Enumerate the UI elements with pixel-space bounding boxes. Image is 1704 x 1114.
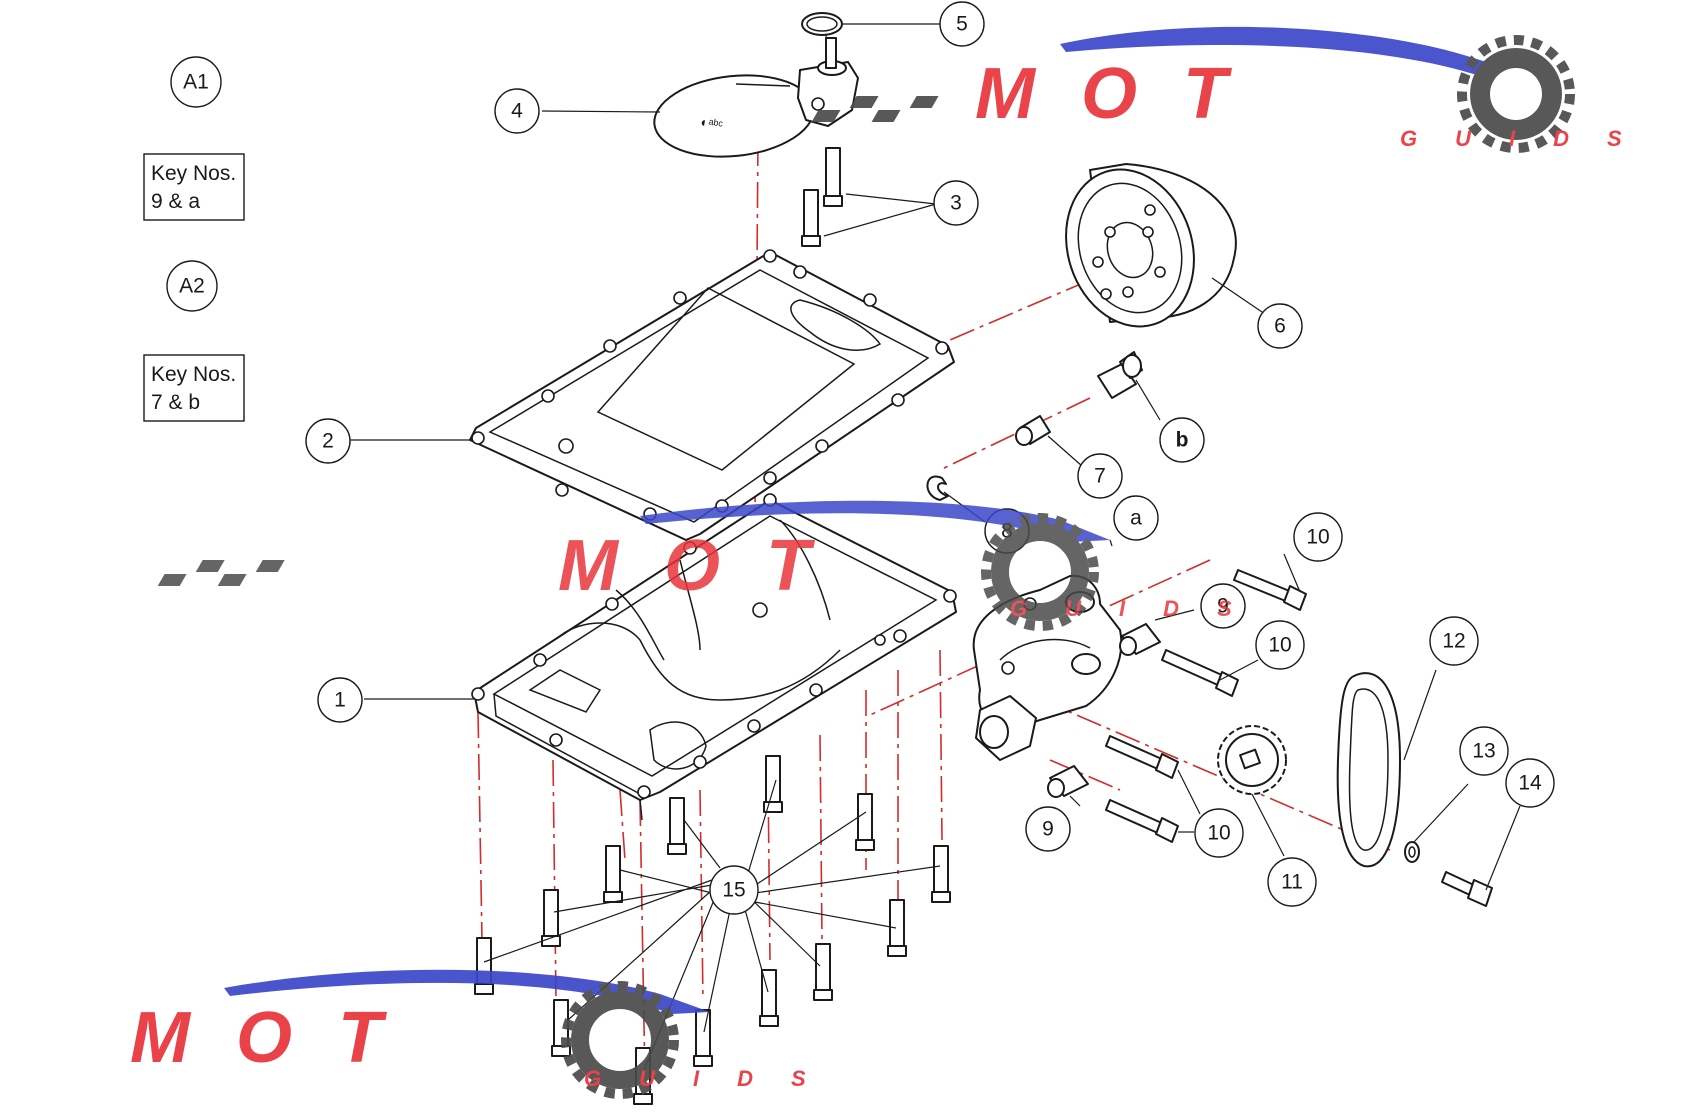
svg-text:Key Nos.: Key Nos. (151, 363, 236, 386)
gear-icon (981, 513, 1099, 631)
svg-text:b: b (1176, 429, 1189, 452)
watermark-logo-middle: MOT GUIDS (157, 500, 1270, 631)
gear-icon (561, 981, 679, 1099)
svg-text:9: 9 (1042, 818, 1054, 841)
part-plug-b (1097, 351, 1143, 399)
svg-text:10: 10 (1268, 634, 1291, 657)
watermark-logo-top: MOT GUIDS (811, 26, 1660, 153)
part-dowel (1015, 415, 1051, 446)
svg-text:12: 12 (1442, 630, 1465, 653)
svg-text:10: 10 (1306, 526, 1329, 549)
part-strainer-bolts (801, 147, 843, 247)
svg-text:a: a (1130, 507, 1142, 530)
strainer-logo: ◐ᵃᵇᶜ (699, 114, 724, 133)
callout-12: 12 (1429, 616, 1479, 666)
part-washer (1404, 841, 1420, 863)
callout-2: 2 (305, 418, 351, 464)
part-sprocket-bolt (1441, 871, 1493, 907)
part-sump-gasket (469, 249, 955, 541)
svg-text:GUIDS: GUIDS (1010, 596, 1270, 621)
callout-5: 5 (939, 1, 985, 47)
svg-text:GUIDS: GUIDS (584, 1066, 844, 1091)
watermark-logo-bottom: MOT GUIDS (130, 969, 844, 1099)
svg-text:5: 5 (956, 13, 968, 36)
part-oil-filter (1065, 163, 1237, 328)
svg-text:7 & b: 7 & b (151, 391, 200, 414)
callout-a: a (1113, 495, 1159, 541)
part-o-ring (801, 12, 843, 36)
svg-text:10: 10 (1207, 822, 1230, 845)
svg-text:3: 3 (950, 192, 962, 215)
callout-10-mid: 10 (1255, 620, 1305, 670)
leader-lines (350, 23, 1521, 1071)
svg-text:1: 1 (334, 689, 346, 712)
key-box-a2: Key Nos. 7 & b (143, 354, 245, 422)
svg-text:2: 2 (322, 430, 334, 453)
gear-icon (1457, 35, 1575, 153)
part-pump-sprocket (1217, 725, 1287, 795)
callout-15: 15 (709, 865, 759, 915)
key-circle-a1: A1 (170, 56, 222, 108)
svg-text:13: 13 (1472, 740, 1495, 763)
callout-9-bottom: 9 (1025, 806, 1071, 852)
svg-text:9 & a: 9 & a (151, 190, 200, 213)
callout-11: 11 (1267, 857, 1317, 907)
callout-13: 13 (1459, 726, 1509, 776)
part-pump-bolts (1105, 569, 1307, 843)
callout-6: 6 (1257, 303, 1303, 349)
svg-text:A2: A2 (179, 275, 205, 298)
watermark-word-sub: GUIDS (1400, 126, 1660, 151)
svg-text:6: 6 (1274, 315, 1286, 338)
part-oil-strainer: ◐ᵃᵇᶜ (653, 37, 859, 158)
part-pump-dowels (1047, 623, 1161, 798)
callout-10-bottom: 10 (1194, 808, 1244, 858)
callout-9-top: 9 (1200, 583, 1246, 629)
part-drive-chain (1336, 672, 1401, 868)
svg-text:14: 14 (1518, 772, 1542, 795)
svg-text:11: 11 (1281, 871, 1303, 894)
key-circle-a2: A2 (166, 260, 218, 312)
svg-text:9: 9 (1217, 595, 1229, 618)
watermark-word-main: MOT (975, 54, 1273, 134)
callout-10-top: 10 (1293, 512, 1343, 562)
svg-text:15: 15 (722, 879, 745, 902)
svg-text:A1: A1 (183, 71, 209, 94)
svg-text:7: 7 (1094, 465, 1106, 488)
callout-7: 7 (1077, 453, 1123, 499)
svg-text:MOT: MOT (558, 526, 856, 606)
part-oil-sump (471, 493, 957, 821)
callout-4: 4 (494, 88, 540, 134)
callout-b: b (1159, 417, 1205, 463)
part-sump-bolts (474, 755, 951, 1105)
svg-text:4: 4 (511, 100, 523, 123)
svg-text:MOT: MOT (130, 998, 428, 1078)
part-circlip (926, 475, 949, 501)
key-box-a1: Key Nos. 9 & a (143, 153, 245, 221)
svg-text:Key Nos.: Key Nos. (151, 162, 236, 185)
callout-3: 3 (933, 180, 979, 226)
callout-1: 1 (317, 677, 363, 723)
callout-14: 14 (1505, 758, 1555, 808)
